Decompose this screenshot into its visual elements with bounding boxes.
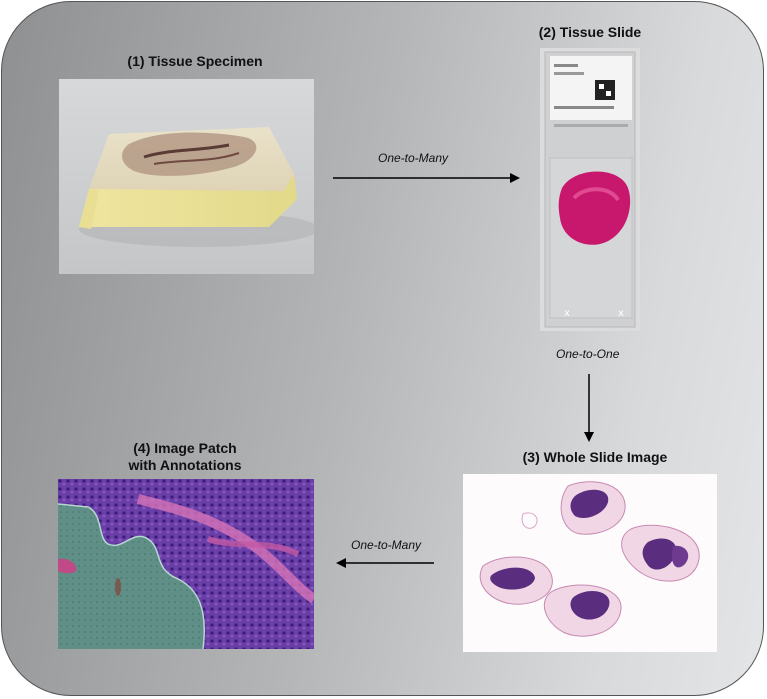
patch-title-line1: (4) Image Patch <box>133 440 237 456</box>
specimen-title: (1) Tissue Specimen <box>127 53 263 69</box>
svg-text:x: x <box>564 308 570 319</box>
tissue-specimen-image <box>59 79 314 274</box>
tissue-slide-image: x x <box>540 48 640 331</box>
image-patch-with-annotations <box>58 479 314 649</box>
relation-wsi-to-patch: One-to-Many <box>351 538 422 552</box>
relation-specimen-to-slide: One-to-Many <box>378 151 449 165</box>
patch-title-line2: with Annotations <box>128 457 242 473</box>
patch-title: (4) Image Patch with Annotations <box>95 440 275 474</box>
slide-title: (2) Tissue Slide <box>538 24 642 40</box>
relation-slide-to-wsi: One-to-One <box>556 347 620 361</box>
svg-text:x: x <box>618 308 624 319</box>
whole-slide-image <box>463 474 717 652</box>
wsi-title: (3) Whole Slide Image <box>522 449 668 465</box>
